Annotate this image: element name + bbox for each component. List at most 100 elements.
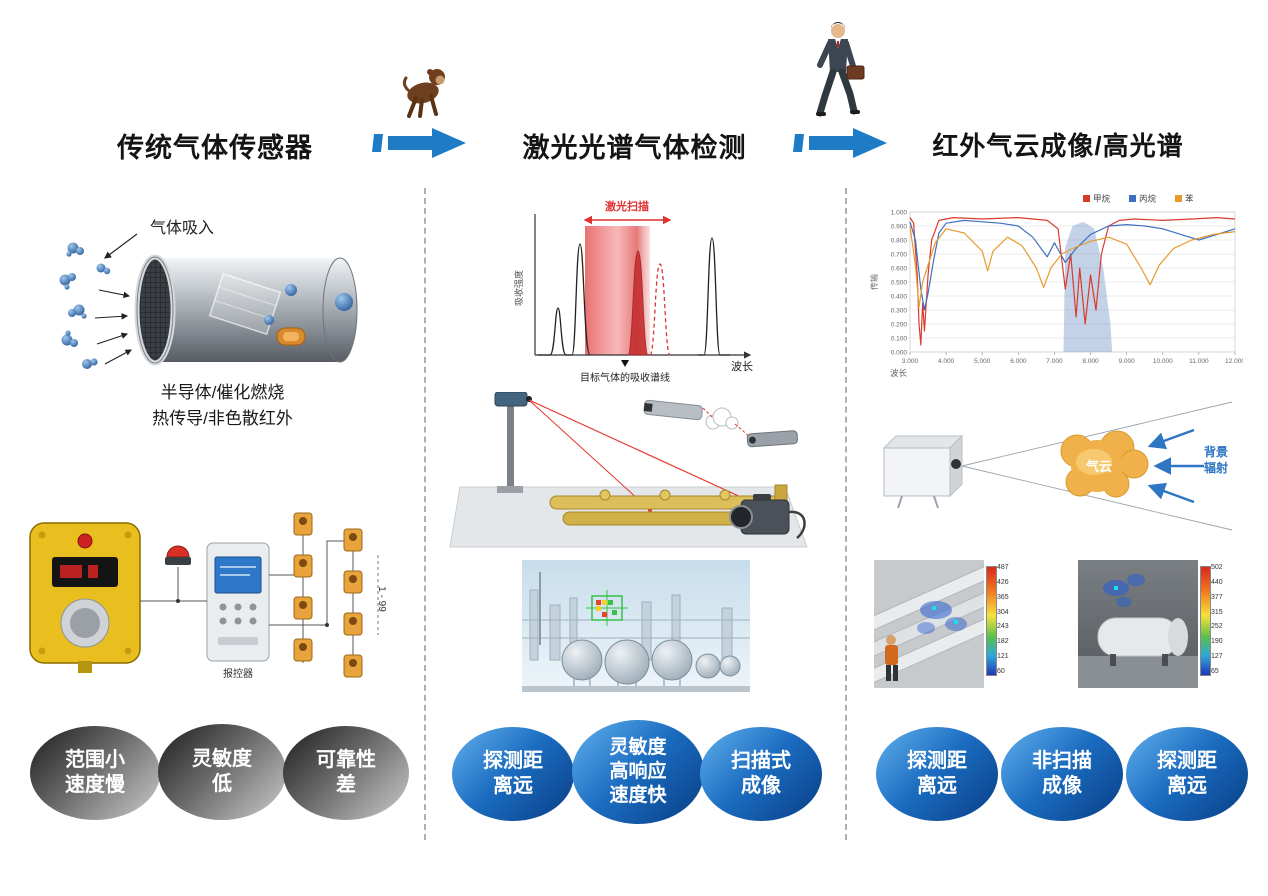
- svg-text:丙烷: 丙烷: [1139, 194, 1157, 204]
- svg-text:11.000: 11.000: [1189, 358, 1209, 365]
- tech-text-line: 半导体/催化燃烧: [160, 383, 285, 402]
- scale-value: 377: [1211, 593, 1223, 601]
- svg-text:4.000: 4.000: [938, 358, 955, 365]
- badge-text-line: 范围小: [65, 749, 125, 771]
- gas-detector-system-illustration: 1 - 99 报控器: [29, 512, 387, 680]
- spectrum-x-axis-label: 波长: [731, 360, 753, 373]
- storage-tank-icon: [1097, 617, 1188, 666]
- badge-text-line: 速度慢: [65, 774, 125, 796]
- scale-value: 60: [997, 667, 1005, 675]
- svg-text:波长: 波长: [890, 368, 908, 378]
- limitation-badge: 范围小 速度慢: [30, 726, 160, 820]
- ir-transmission-spectrum-chart: 1.0000.9000.8000.7000.6000.5000.4000.300…: [869, 194, 1243, 379]
- controller-label: 报控器: [223, 667, 253, 680]
- laser-absorption-spectrum-chart: 激光扫描 吸收强度 波长 目标气体的吸收谱线: [513, 199, 753, 384]
- svg-text:3.000: 3.000: [902, 358, 919, 365]
- column-title-laser: 激光光谱气体检测: [522, 133, 747, 163]
- sensor-heater-icon: [276, 327, 306, 346]
- alarm-lamp-icon: [165, 545, 191, 565]
- badge-text-line: 探测距: [483, 750, 543, 772]
- gas-molecules-icon: [59, 242, 111, 369]
- svg-text:9.000: 9.000: [1119, 358, 1136, 365]
- svg-text:0.100: 0.100: [891, 335, 908, 342]
- svg-text:0.900: 0.900: [891, 223, 908, 230]
- handheld-camera-icon: [729, 494, 806, 539]
- tech-text-line: 热传导/非色散红外: [152, 409, 293, 428]
- advantage-badge: 扫描式 成像: [700, 727, 822, 821]
- ir-camera-icon: [882, 434, 964, 509]
- svg-text:苯: 苯: [1185, 194, 1194, 204]
- laser-emitter-pole-icon: [494, 392, 532, 493]
- scale-value: 365: [997, 593, 1009, 601]
- svg-text:0.500: 0.500: [891, 279, 908, 286]
- thermal-scene-tank: [1078, 560, 1198, 688]
- svg-text:0.300: 0.300: [891, 307, 908, 314]
- scale-value: 65: [1211, 667, 1219, 675]
- thermal-colorbar: [1200, 566, 1211, 676]
- svg-text:0.400: 0.400: [891, 293, 908, 300]
- spectrum-y-axis-label: 吸收强度: [513, 270, 524, 306]
- worker-figure-icon: [885, 635, 898, 681]
- background-radiation-label: 辐射: [1204, 460, 1228, 475]
- gas-overlay-icon: [586, 590, 628, 626]
- badge-text-line: 探测距: [907, 750, 967, 772]
- badge-text-line: 成像: [741, 775, 781, 797]
- badge-text-line: 低: [212, 773, 232, 795]
- svg-text:传输: 传输: [869, 274, 879, 290]
- badge-text-line: 灵敏度: [609, 737, 667, 758]
- sensor-tech-text: 半导体/催化燃烧 热传导/非色散红外: [115, 380, 330, 432]
- thermal-image-tank: 502 440 377 315 252 190 127 65: [1078, 560, 1230, 688]
- scale-value: 190: [1211, 638, 1223, 646]
- detector-count-label: 1 - 99: [376, 586, 387, 612]
- svg-text:1.000: 1.000: [891, 209, 908, 216]
- svg-text:甲烷: 甲烷: [1093, 194, 1111, 204]
- svg-text:10.000: 10.000: [1153, 358, 1173, 365]
- badge-text-line: 成像: [1042, 775, 1082, 797]
- svg-text:0.800: 0.800: [891, 237, 908, 244]
- badge-text-line: 探测距: [1157, 750, 1217, 772]
- scale-value: 426: [997, 578, 1009, 586]
- remote-detector-chain: [293, 512, 363, 678]
- advantage-badge: 非扫描 成像: [1001, 727, 1123, 821]
- svg-text:0.700: 0.700: [891, 251, 908, 258]
- column-title-infrared: 红外气云成像/高光谱: [932, 131, 1184, 161]
- badge-text-line: 可靠性: [316, 749, 376, 771]
- reflector-device-icon: [746, 430, 799, 448]
- thermal-image-pipes: 487 426 365 304 243 182 121 60: [847, 560, 1016, 688]
- badge-text-line: 离远: [493, 775, 533, 797]
- scale-value: 304: [997, 608, 1009, 616]
- gas-intake-label: 气体吸入: [150, 220, 215, 237]
- column-divider: [845, 188, 847, 840]
- scale-value: 127: [1211, 653, 1223, 661]
- badge-text-line: 高响应: [609, 761, 667, 782]
- scale-value: 252: [1211, 623, 1223, 631]
- evolution-arrow-icon: [793, 128, 887, 158]
- badge-text-line: 灵敏度: [192, 748, 252, 770]
- scale-value: 440: [1211, 578, 1223, 586]
- gas-cloud-icon: 气云: [1060, 430, 1149, 498]
- svg-text:0.200: 0.200: [891, 321, 908, 328]
- badge-text-line: 扫描式: [731, 750, 791, 772]
- gas-cloud-imaging-scene: 气云 背景 辐射: [882, 401, 1233, 531]
- walking-businessman-icon: [816, 22, 865, 117]
- thermal-colorbar-scale: 502 440 377 315 252 190 127 65: [1211, 564, 1235, 676]
- laser-detection-scene-illustration: [449, 392, 808, 548]
- badge-text-line: 非扫描: [1032, 750, 1092, 772]
- thermal-colorbar: [986, 566, 997, 676]
- advantage-badge: 探测距 离远: [452, 727, 574, 821]
- scale-value: 182: [997, 638, 1009, 646]
- badge-text-line: 离远: [917, 775, 957, 797]
- monkey-icon: [402, 69, 445, 118]
- gas-detector-device-icon: [29, 522, 141, 673]
- scale-value: 243: [997, 623, 1009, 631]
- advantage-badge: 探测距 离远: [876, 727, 998, 821]
- badge-text-line: 速度快: [609, 785, 667, 806]
- advantage-badge: 灵敏度 高响应 速度快: [572, 720, 704, 824]
- scale-value: 487: [997, 564, 1009, 571]
- column-divider: [424, 188, 426, 840]
- evolution-arrow-icon: [372, 128, 466, 158]
- badge-text-line: 离远: [1167, 775, 1207, 797]
- svg-text:12.000: 12.000: [1225, 358, 1243, 365]
- background-radiation-label: 背景: [1204, 444, 1228, 459]
- thermal-scene-pipes: [847, 560, 1011, 688]
